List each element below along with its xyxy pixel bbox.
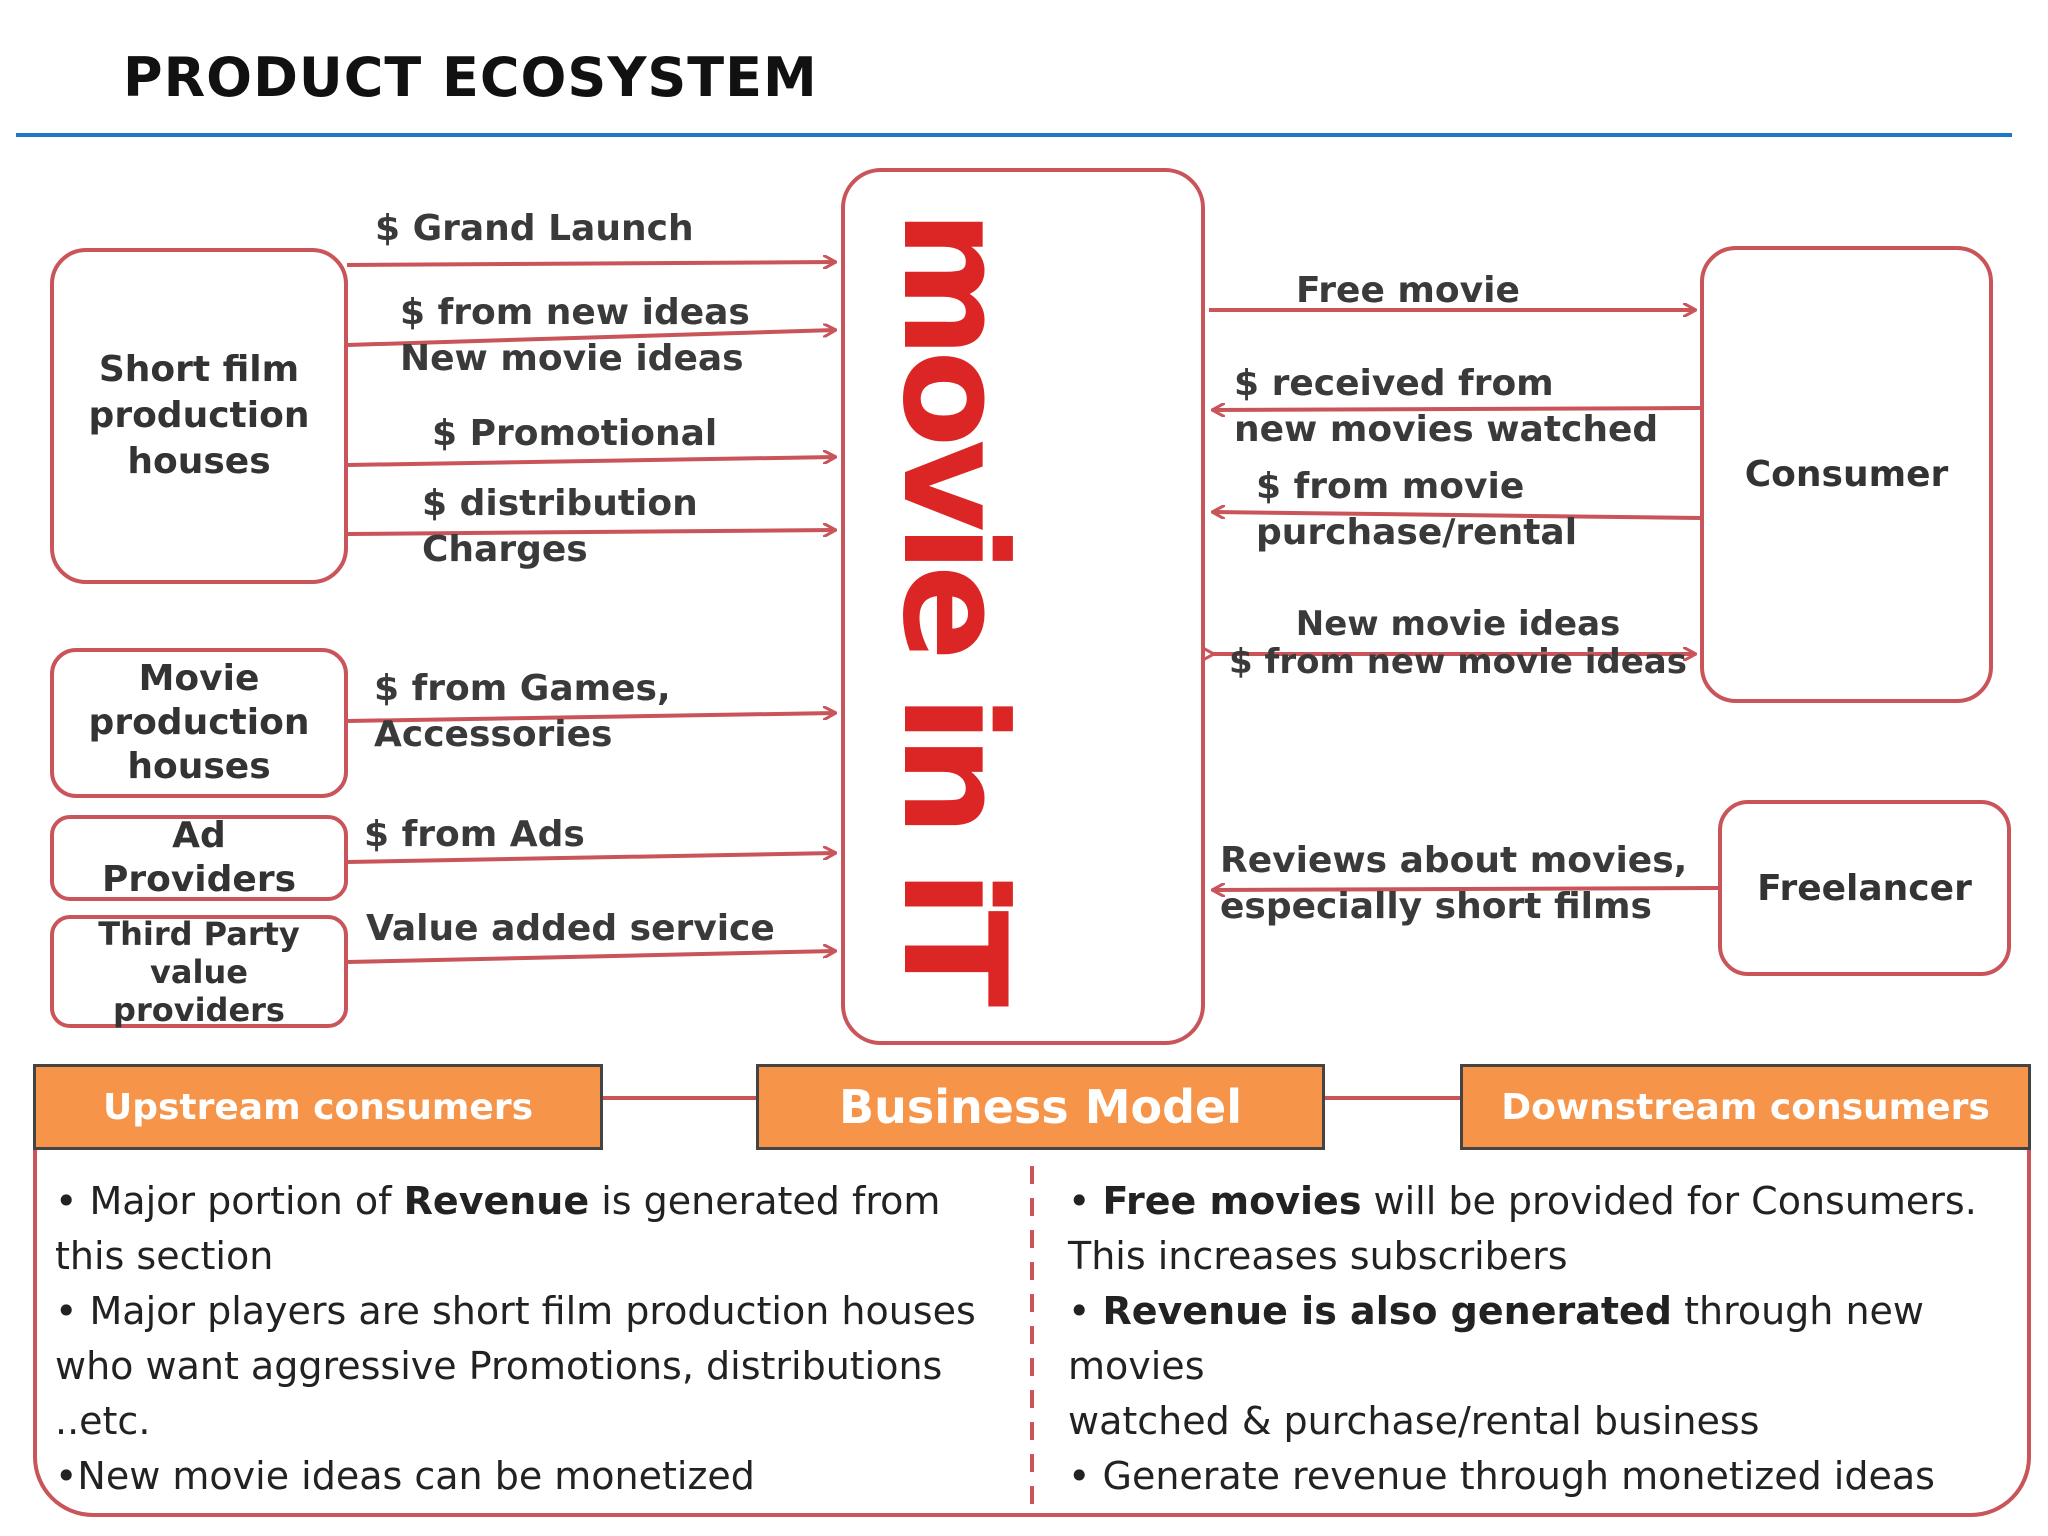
bullet-monetized-ideas: • Generate revenue through monetized ide… (1068, 1454, 1935, 1498)
arrow-distribution (346, 530, 835, 534)
label-new-movie-ideas: New movie ideas $ from new movie ideas (1229, 604, 1687, 682)
downstream-consumers-label: Downstream consumers (1501, 1086, 1990, 1128)
title-rule (16, 133, 2012, 137)
arrow-games (346, 713, 835, 723)
movie-in-it-hub (841, 168, 1205, 1045)
downstream-consumers-header: Downstream consumers (1460, 1064, 2031, 1150)
arrow-reviews (1213, 888, 1719, 890)
label-promotional: $ Promotional (432, 413, 718, 454)
arrow-value-added (346, 951, 835, 964)
bullet-players-cont: who want aggressive Promotions, distribu… (55, 1344, 943, 1388)
third-party-label: Third Party value providers (98, 914, 300, 1029)
label-ads: $ from Ads (364, 814, 585, 855)
business-model-panel (33, 1150, 2031, 1517)
bullet-free-movies-cont: This increases subscribers (1068, 1234, 1568, 1278)
bullet-revenue: • Major portion of Revenue is generated … (55, 1179, 941, 1223)
arrow-promotional (346, 457, 835, 467)
arrow-purchase (1213, 512, 1701, 520)
label-received: $ received from new movies watched (1234, 363, 1659, 450)
short-film-box: Short film production houses (50, 248, 348, 584)
short-film-label: Short film production houses (88, 349, 310, 482)
business-model-label: Business Model (839, 1080, 1242, 1134)
label-new-ideas: $ from new ideas New movie ideas (400, 292, 750, 379)
consumer-label: Consumer (1744, 454, 1949, 495)
upstream-bullets: • Major portion of Revenue is generated … (55, 1174, 1015, 1504)
movie-production-box: Movie production houses (50, 648, 348, 798)
page-title: PRODUCT ECOSYSTEM (123, 46, 818, 109)
arrow-received (1213, 408, 1701, 410)
upstream-consumers-label: Upstream consumers (102, 1086, 533, 1128)
label-value-added: Value added service (366, 908, 775, 949)
downstream-bullets: • Free movies will be provided for Consu… (1068, 1174, 2028, 1504)
label-purchase: $ from movie purchase/rental (1256, 466, 1578, 553)
freelancer-box: Freelancer (1718, 800, 2011, 976)
bullet-revenue-generated: • Revenue is also generated through new … (1068, 1289, 1925, 1388)
upstream-consumers-header: Upstream consumers (33, 1064, 603, 1150)
arrow-grand-launch (346, 262, 835, 265)
label-distribution: $ distribution Charges (422, 483, 698, 570)
consumer-box: Consumer (1700, 246, 1993, 703)
label-reviews: Reviews about movies, especially short f… (1220, 840, 1688, 927)
label-grand-launch: $ Grand Launch (375, 208, 694, 249)
ad-providers-box: Ad Providers (50, 815, 348, 901)
bullet-players-etc: ..etc. (55, 1399, 151, 1443)
ad-providers-label: Ad Providers (101, 815, 297, 900)
label-games: $ from Games, Accessories (374, 668, 671, 755)
arrow-ads (346, 853, 835, 864)
freelancer-label: Freelancer (1757, 867, 1972, 909)
bullet-revenue-generated-cont: watched & purchase/rental business (1068, 1399, 1760, 1443)
movie-production-label: Movie production houses (88, 658, 310, 787)
arrow-new-ideas (347, 330, 835, 345)
hub-logo-text: movie in iT (871, 210, 1036, 1000)
bullet-players: • Major players are short film productio… (55, 1289, 976, 1333)
bullet-free-movies: • Free movies will be provided for Consu… (1068, 1179, 1977, 1223)
bullet-monetized: •New movie ideas can be monetized (55, 1454, 755, 1498)
label-free-movie: Free movie (1296, 270, 1520, 311)
business-model-header: Business Model (756, 1064, 1325, 1150)
third-party-box: Third Party value providers (50, 914, 348, 1029)
bullet-revenue-cont: this section (55, 1234, 274, 1278)
